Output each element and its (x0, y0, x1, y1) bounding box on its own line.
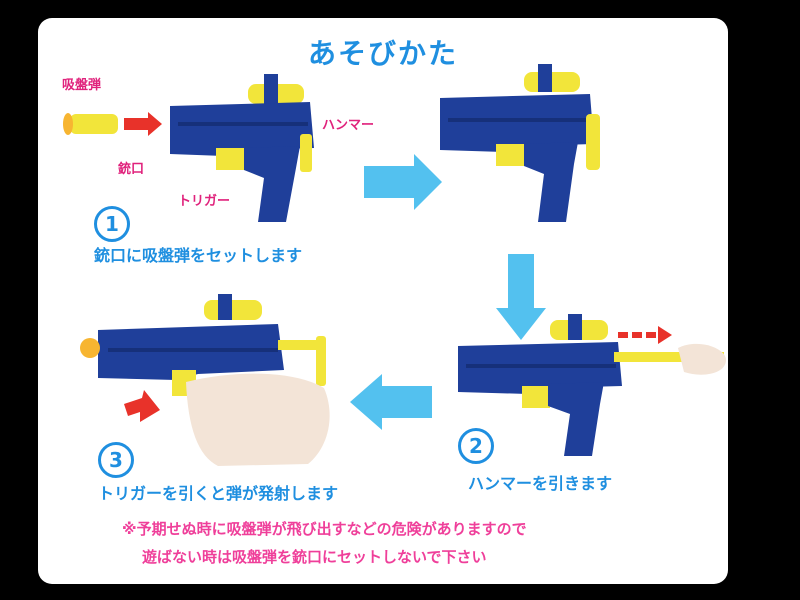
step-text-3: トリガーを引くと弾が発射します (98, 484, 339, 503)
warning-line-2: 遊ばない時は吸盤弾を銃口にセットしないで下さい (142, 548, 487, 566)
step-number-2: 2 (458, 428, 494, 464)
label-muzzle: 銃口 (118, 162, 145, 177)
instruction-panel: あそびかた (38, 18, 728, 584)
pull-arrow-icon (618, 326, 672, 344)
flow-arrow-left-icon (350, 374, 432, 430)
step-text-1: 銃口に吸盤弾をセットします (94, 246, 303, 265)
label-trigger: トリガー (178, 194, 231, 209)
load-arrow-icon (124, 112, 162, 136)
trigger-arrow-icon (124, 390, 160, 422)
step-text-2: ハンマーを引きます (468, 474, 613, 493)
suction-bullet (70, 114, 118, 134)
label-hammer: ハンマー (322, 118, 375, 133)
gun-illustration-step1 (63, 64, 726, 466)
warning-line-1: ※予期せぬ時に吸盤弾が飛び出すなどの危険がありますので (122, 520, 527, 538)
flow-arrow-right-icon (364, 154, 442, 210)
page-title: あそびかた (307, 37, 458, 70)
flow-arrow-down-icon (496, 254, 546, 340)
label-suction-bullet: 吸盤弾 (62, 78, 102, 93)
step-number-1: 1 (94, 206, 130, 242)
step-number-3: 3 (98, 442, 134, 478)
